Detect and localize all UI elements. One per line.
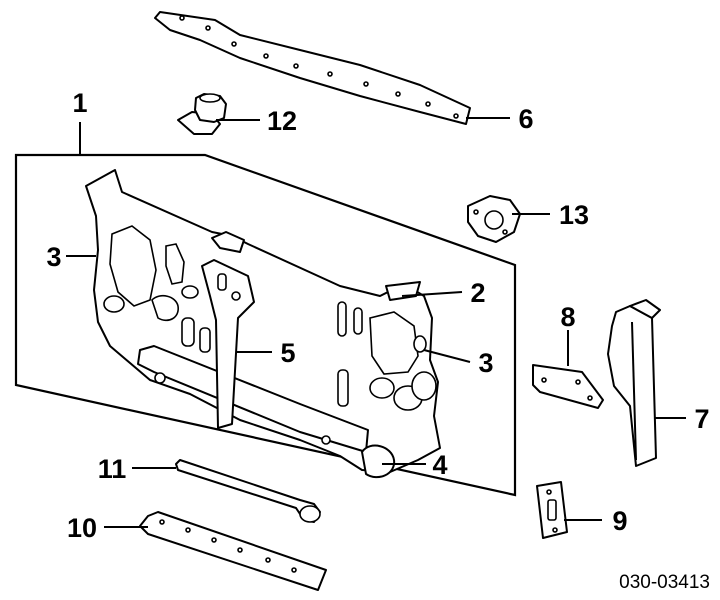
callout-3-right: 3 (478, 348, 493, 378)
part-12-hood-bumper (177, 93, 227, 135)
callout-6: 6 (518, 104, 533, 134)
callout-13: 13 (559, 200, 589, 230)
callout-7: 7 (694, 404, 709, 434)
callout-3-left: 3 (46, 242, 61, 272)
callout-5: 5 (280, 338, 295, 368)
part-10-lower-plate (139, 511, 327, 591)
part-1-radiator-core-support (85, 169, 441, 479)
part-13-bracket (467, 195, 521, 243)
callout-2: 2 (470, 278, 485, 308)
callout-labels: 1 3 2 3 4 5 6 12 13 8 7 9 11 10 (46, 88, 709, 543)
part-6-upper-seal (154, 11, 471, 125)
part-11-hood-stay (175, 459, 321, 523)
callout-4: 4 (432, 450, 447, 480)
leader-lines (66, 117, 686, 528)
callout-10: 10 (67, 513, 97, 543)
callout-11: 11 (98, 454, 127, 484)
diagram-code: 030-03413 (619, 572, 710, 593)
callout-8: 8 (560, 302, 575, 332)
part-9-small-bracket (536, 481, 568, 539)
callout-1: 1 (72, 88, 87, 118)
assembly-frame (14, 153, 517, 497)
part-8-bracket (532, 364, 604, 409)
callout-12: 12 (267, 106, 297, 136)
callout-9: 9 (612, 506, 627, 536)
part-5-center-support (201, 259, 255, 429)
part-7-side-support (607, 299, 661, 467)
